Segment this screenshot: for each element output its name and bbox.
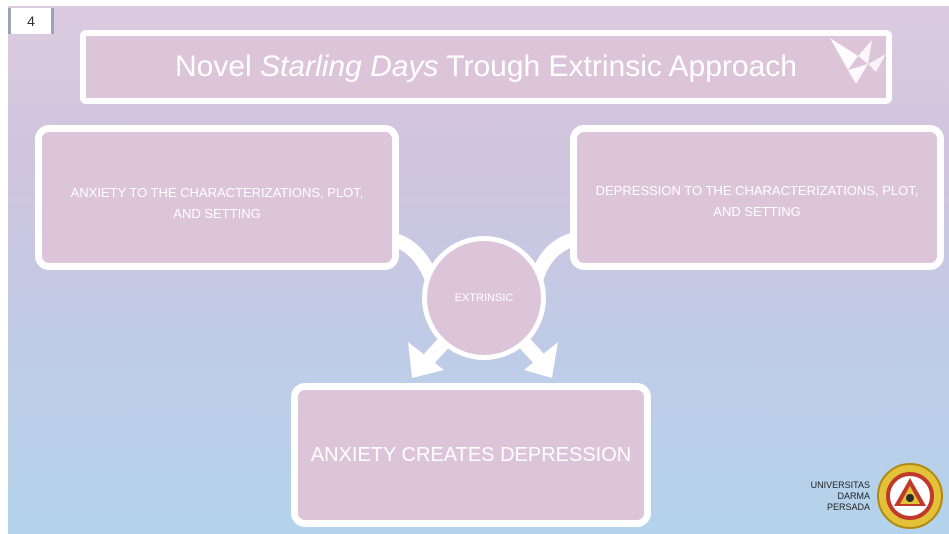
title-text-part2: Trough Extrinsic Approach [438, 50, 797, 83]
slide-number: 4 [8, 8, 54, 34]
anxiety-box: ANXIETY TO THE CHARACTERIZATIONS, PLOT, … [35, 125, 399, 270]
depression-box: DEPRESSION TO THE CHARACTERIZATIONS, PLO… [570, 125, 944, 270]
origami-bird-icon [830, 38, 886, 84]
left-arrow-head [408, 342, 444, 378]
extrinsic-circle: EXTRINSIC [422, 236, 546, 360]
conclusion-box: ANXIETY CREATES DEPRESSION [291, 383, 651, 527]
title-text-part1: Novel [175, 50, 261, 83]
conclusion-label: ANXIETY CREATES DEPRESSION [310, 443, 632, 466]
university-line3: PERSADA [826, 502, 870, 512]
title-box: Novel Starling Days Trough Extrinsic App… [80, 30, 892, 104]
university-seal-icon [877, 463, 943, 529]
university-line2: DARMA [837, 491, 870, 501]
university-name: UNIVERSITAS DARMA PERSADA [790, 480, 870, 513]
right-arrow-head [524, 342, 558, 378]
extrinsic-label: EXTRINSIC [454, 292, 514, 304]
depression-box-label: DEPRESSION TO THE CHARACTERIZATIONS, PLO… [595, 183, 919, 219]
title-text-italic: Starling Days [260, 50, 439, 83]
university-line1: UNIVERSITAS [810, 480, 870, 490]
anxiety-box-label: ANXIETY TO THE CHARACTERIZATIONS, PLOT, … [70, 185, 364, 221]
